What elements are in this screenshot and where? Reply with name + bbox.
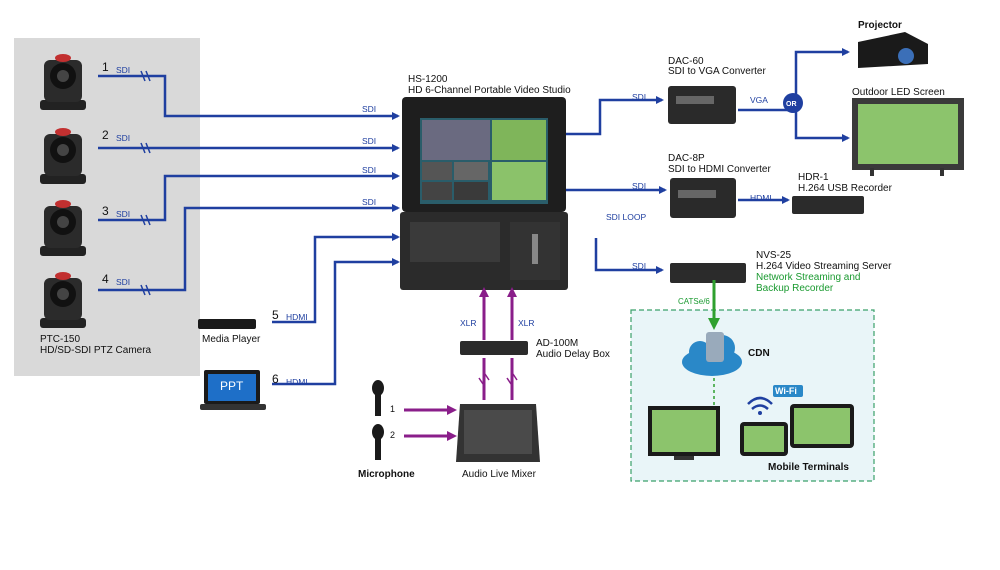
dac-60-input-port: SDI [632, 92, 647, 102]
ptz-camera-2-icon [40, 128, 86, 184]
cat-link-label: CATSe/6 [678, 297, 710, 306]
hdr-1-icon [792, 196, 864, 214]
camera-2-number: 2 [102, 128, 109, 142]
ptz-camera-3-icon [40, 200, 86, 256]
sdi-loop-label: SDI LOOP [606, 212, 647, 222]
camera-3-port: SDI [116, 209, 131, 219]
microphone-1-icon [372, 380, 384, 416]
nvs-25-model: NVS-25 [756, 250, 792, 261]
phone-icon [740, 422, 788, 456]
or-label: OR [786, 101, 797, 108]
switcher-input-1: SDI [362, 104, 377, 114]
dac-60-output-port: VGA [750, 95, 768, 105]
media-player-number: 5 [272, 308, 279, 322]
laptop-port: HDMI [286, 377, 308, 387]
tablet-icon [790, 404, 854, 448]
media-player-port: HDMI [286, 312, 308, 322]
audio-mixer-label: Audio Live Mixer [462, 469, 536, 480]
nvs-25-icon [670, 263, 746, 283]
wifi-label: Wi-Fi [775, 386, 797, 396]
cdn-label: CDN [748, 348, 770, 359]
hdr-1-model: HDR-1 [798, 172, 829, 183]
nvs-25-note-1: Network Streaming and [756, 272, 861, 283]
led-screen-label: Outdoor LED Screen [852, 87, 945, 98]
switcher-input-4: SDI [362, 197, 377, 207]
camera-2-port: SDI [116, 133, 131, 143]
projector-label: Projector [858, 20, 902, 31]
mic-2-number: 2 [390, 430, 396, 440]
nvs-25-description: H.264 Video Streaming Server [756, 261, 892, 272]
dac-8p-input-port: SDI [632, 181, 647, 191]
mobile-terminals-label: Mobile Terminals [768, 462, 849, 473]
switcher-description: HD 6-Channel Portable Video Studio [408, 85, 571, 96]
projector-icon [858, 32, 928, 68]
ad-100m-icon [460, 341, 528, 355]
ptz-camera-1-icon [40, 54, 86, 110]
dac-8p-model: DAC-8P [668, 153, 705, 164]
nvs-25-note-2: Backup Recorder [756, 283, 834, 294]
camera-3-number: 3 [102, 204, 109, 218]
camera-1-number: 1 [102, 60, 109, 74]
dac-60-description: SDI to VGA Converter [668, 66, 766, 77]
wifi-icon [747, 396, 773, 410]
nvs-25-input-port: SDI [632, 261, 647, 271]
camera-description: HD/SD-SDI PTZ Camera [40, 345, 152, 356]
media-player-label: Media Player [202, 334, 261, 345]
mic-1-number: 1 [390, 404, 396, 414]
laptop-icon [200, 370, 266, 410]
dac-8p-description: SDI to HDMI Converter [668, 164, 771, 175]
dac-60-model: DAC-60 [668, 56, 704, 67]
switcher-input-2: SDI [362, 136, 377, 146]
camera-1-port: SDI [116, 65, 131, 75]
microphone-label: Microphone [358, 469, 415, 480]
ptz-camera-4-icon [40, 272, 86, 328]
media-player-icon [198, 319, 256, 329]
microphone-2-icon [372, 424, 384, 460]
laptop-number: 6 [272, 372, 279, 386]
switcher-model: HS-1200 [408, 74, 448, 85]
outdoor-led-screen-icon [852, 98, 964, 176]
or-node [783, 93, 803, 113]
xlr-label-2: XLR [518, 318, 535, 328]
ad-100m-model: AD-100M [536, 338, 579, 349]
dac-8p-output-port: HDMI [750, 193, 772, 203]
monitor-icon [648, 406, 720, 460]
ad-100m-description: Audio Delay Box [536, 349, 610, 360]
hdr-1-description: H.264 USB Recorder [798, 183, 892, 194]
audio-mixer-icon [456, 404, 540, 462]
xlr-label-1: XLR [460, 318, 477, 328]
cloud-cdn-icon [682, 332, 742, 376]
hs-1200-switcher-icon [400, 97, 568, 290]
camera-model: PTC-150 [40, 334, 81, 345]
dac-60-icon [668, 86, 736, 124]
switcher-input-3: SDI [362, 165, 377, 175]
laptop-screen-text: PPT [220, 379, 244, 393]
camera-4-number: 4 [102, 272, 109, 286]
camera-4-port: SDI [116, 277, 131, 287]
